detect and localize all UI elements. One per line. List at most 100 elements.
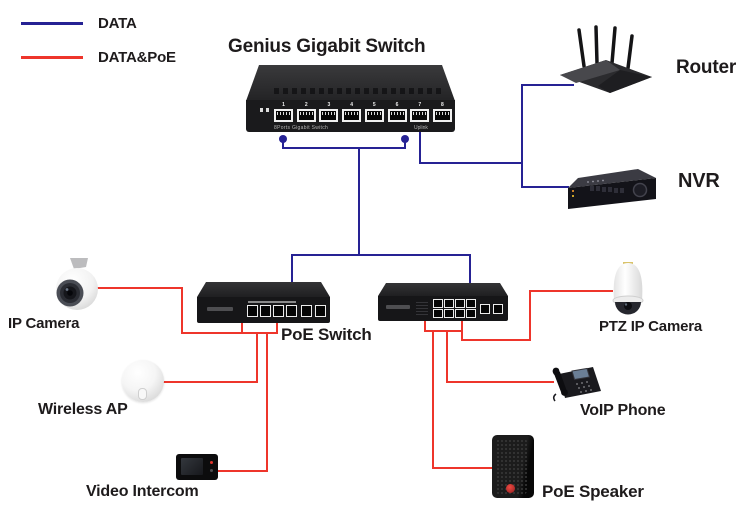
ptz-camera-label: PTZ IP Camera: [599, 318, 703, 335]
voip-phone-handset-ear: [552, 367, 560, 375]
main-switch-front-face: 1 2 3 4 5 6 7 8 8Ports Gigabit Switch Up…: [246, 100, 455, 132]
main-switch-uplink-label: Uplink: [414, 125, 428, 131]
rj45-port: [455, 299, 465, 308]
left-poe-switch-front-face: [197, 297, 330, 323]
port-7: 7: [410, 102, 430, 122]
cable-data-uplink-horizontal: [419, 162, 523, 164]
rj45-port: [432, 109, 452, 122]
video-intercom-led: [210, 461, 213, 464]
poe-speaker-logo: [506, 484, 515, 493]
main-switch-caption: 8Ports Gigabit Switch: [274, 125, 329, 131]
poe-switch-label: PoE Switch: [281, 325, 372, 344]
cable-poe-ipcamera-horizontal: [97, 287, 183, 289]
rj45-port: [247, 305, 258, 317]
cable-poe-left-stub2: [276, 319, 278, 333]
diagram-title: Genius Gigabit Switch: [228, 36, 426, 57]
rj45-port: [273, 305, 284, 317]
port-5-number: 5: [372, 102, 376, 108]
cable-poe-ptz-lower-horizontal: [461, 339, 531, 341]
cable-data-to-left-poe-switch: [291, 254, 293, 284]
wireless-ap-device: [122, 360, 164, 402]
right-poe-switch-ports: [433, 299, 476, 318]
cable-data-trunk-vertical: [358, 147, 360, 256]
voip-phone-device: [552, 367, 601, 402]
cable-data-to-right-poe-switch: [469, 254, 471, 285]
cable-poe-intercom-horizontal: [217, 470, 267, 472]
port-8: 8: [432, 102, 452, 122]
rj45-port: [480, 304, 490, 314]
main-switch-led: [266, 108, 269, 112]
ip-camera-mount: [70, 258, 88, 269]
right-poe-switch-uplink-ports: [480, 304, 503, 314]
cable-data-to-nvr: [521, 186, 569, 188]
right-poe-switch-front-face: [378, 296, 508, 321]
cable-poe-speaker-horizontal: [432, 467, 495, 469]
main-switch-top-face: [246, 65, 455, 101]
cable-data-router-nvr-riser: [521, 84, 523, 188]
ip-camera-label: IP Camera: [8, 315, 80, 332]
rj45-port: [455, 309, 465, 318]
cable-poe-ptz-stub: [461, 317, 463, 341]
nvr-indicator-dots: [587, 179, 604, 183]
video-intercom-screen: [181, 458, 203, 475]
video-intercom-button: [210, 469, 213, 472]
nvr-front-face: [568, 178, 656, 209]
nvr-led: [572, 190, 574, 192]
right-poe-switch-markings: [416, 301, 428, 315]
router-antennas: [577, 25, 634, 70]
ptz-camera-device: [612, 262, 644, 315]
ptz-camera-lens-glint: [624, 303, 628, 306]
cable-poe-right-bracket: [424, 330, 463, 332]
cable-data-to-router: [521, 84, 574, 86]
ip-camera-device: [56, 258, 98, 310]
rj45-port: [444, 299, 454, 308]
cable-poe-voip-vertical: [446, 330, 448, 383]
port-4: 4: [342, 103, 362, 122]
cable-poe-ap-horizontal: [163, 381, 257, 383]
voip-phone-handset-mouth: [561, 389, 568, 396]
cable-poe-voip-horizontal: [446, 381, 554, 383]
nvr-top-face: [568, 169, 656, 188]
rj45-port: [466, 299, 476, 308]
connector-dot-port7: [401, 135, 409, 143]
ptz-camera-lens: [624, 302, 632, 310]
video-intercom-label: Video Intercom: [86, 483, 199, 500]
voip-phone-screen: [571, 367, 591, 381]
rj45-port: [274, 109, 293, 122]
port-7-number: 7: [418, 102, 422, 108]
nvr-device: [568, 169, 656, 209]
legend-poe-line: [21, 56, 83, 59]
port-2: 2: [296, 103, 316, 122]
port-6: 6: [387, 103, 407, 122]
cable-data-switch-bus: [282, 147, 406, 149]
wireless-ap-port-cover: [138, 388, 147, 400]
rj45-port: [342, 109, 362, 122]
poe-speaker-label: PoE Speaker: [542, 482, 644, 501]
rj45-port: [260, 305, 271, 317]
rj45-port: [296, 109, 316, 122]
port-1: 1: [274, 103, 293, 122]
rj45-port: [410, 109, 430, 122]
ptz-camera-housing: [613, 263, 643, 300]
rj45-port: [433, 309, 443, 318]
cable-poe-intercom-vertical: [266, 332, 268, 472]
rj45-port: [444, 309, 454, 318]
cable-poe-speaker-vertical: [432, 330, 434, 469]
nvr-jog-dial: [632, 182, 648, 198]
rj45-port: [319, 109, 339, 122]
voip-phone-keypad: [576, 381, 592, 393]
legend-data-label: DATA: [98, 15, 137, 32]
port-8-number: 8: [441, 102, 444, 108]
rj45-port: [387, 109, 407, 122]
nvr-buttons: [590, 186, 624, 193]
rj45-port: [493, 304, 503, 314]
nvr-led: [572, 195, 574, 197]
left-poe-switch-port-labels: [248, 301, 296, 303]
voip-phone-label: VoIP Phone: [580, 402, 666, 419]
port-3-number: 3: [327, 102, 331, 108]
cable-poe-ptz-upper-horizontal: [529, 290, 613, 292]
rj45-port: [286, 305, 297, 317]
connector-dot-port1: [279, 135, 287, 143]
right-poe-switch-top-face: [378, 283, 508, 296]
